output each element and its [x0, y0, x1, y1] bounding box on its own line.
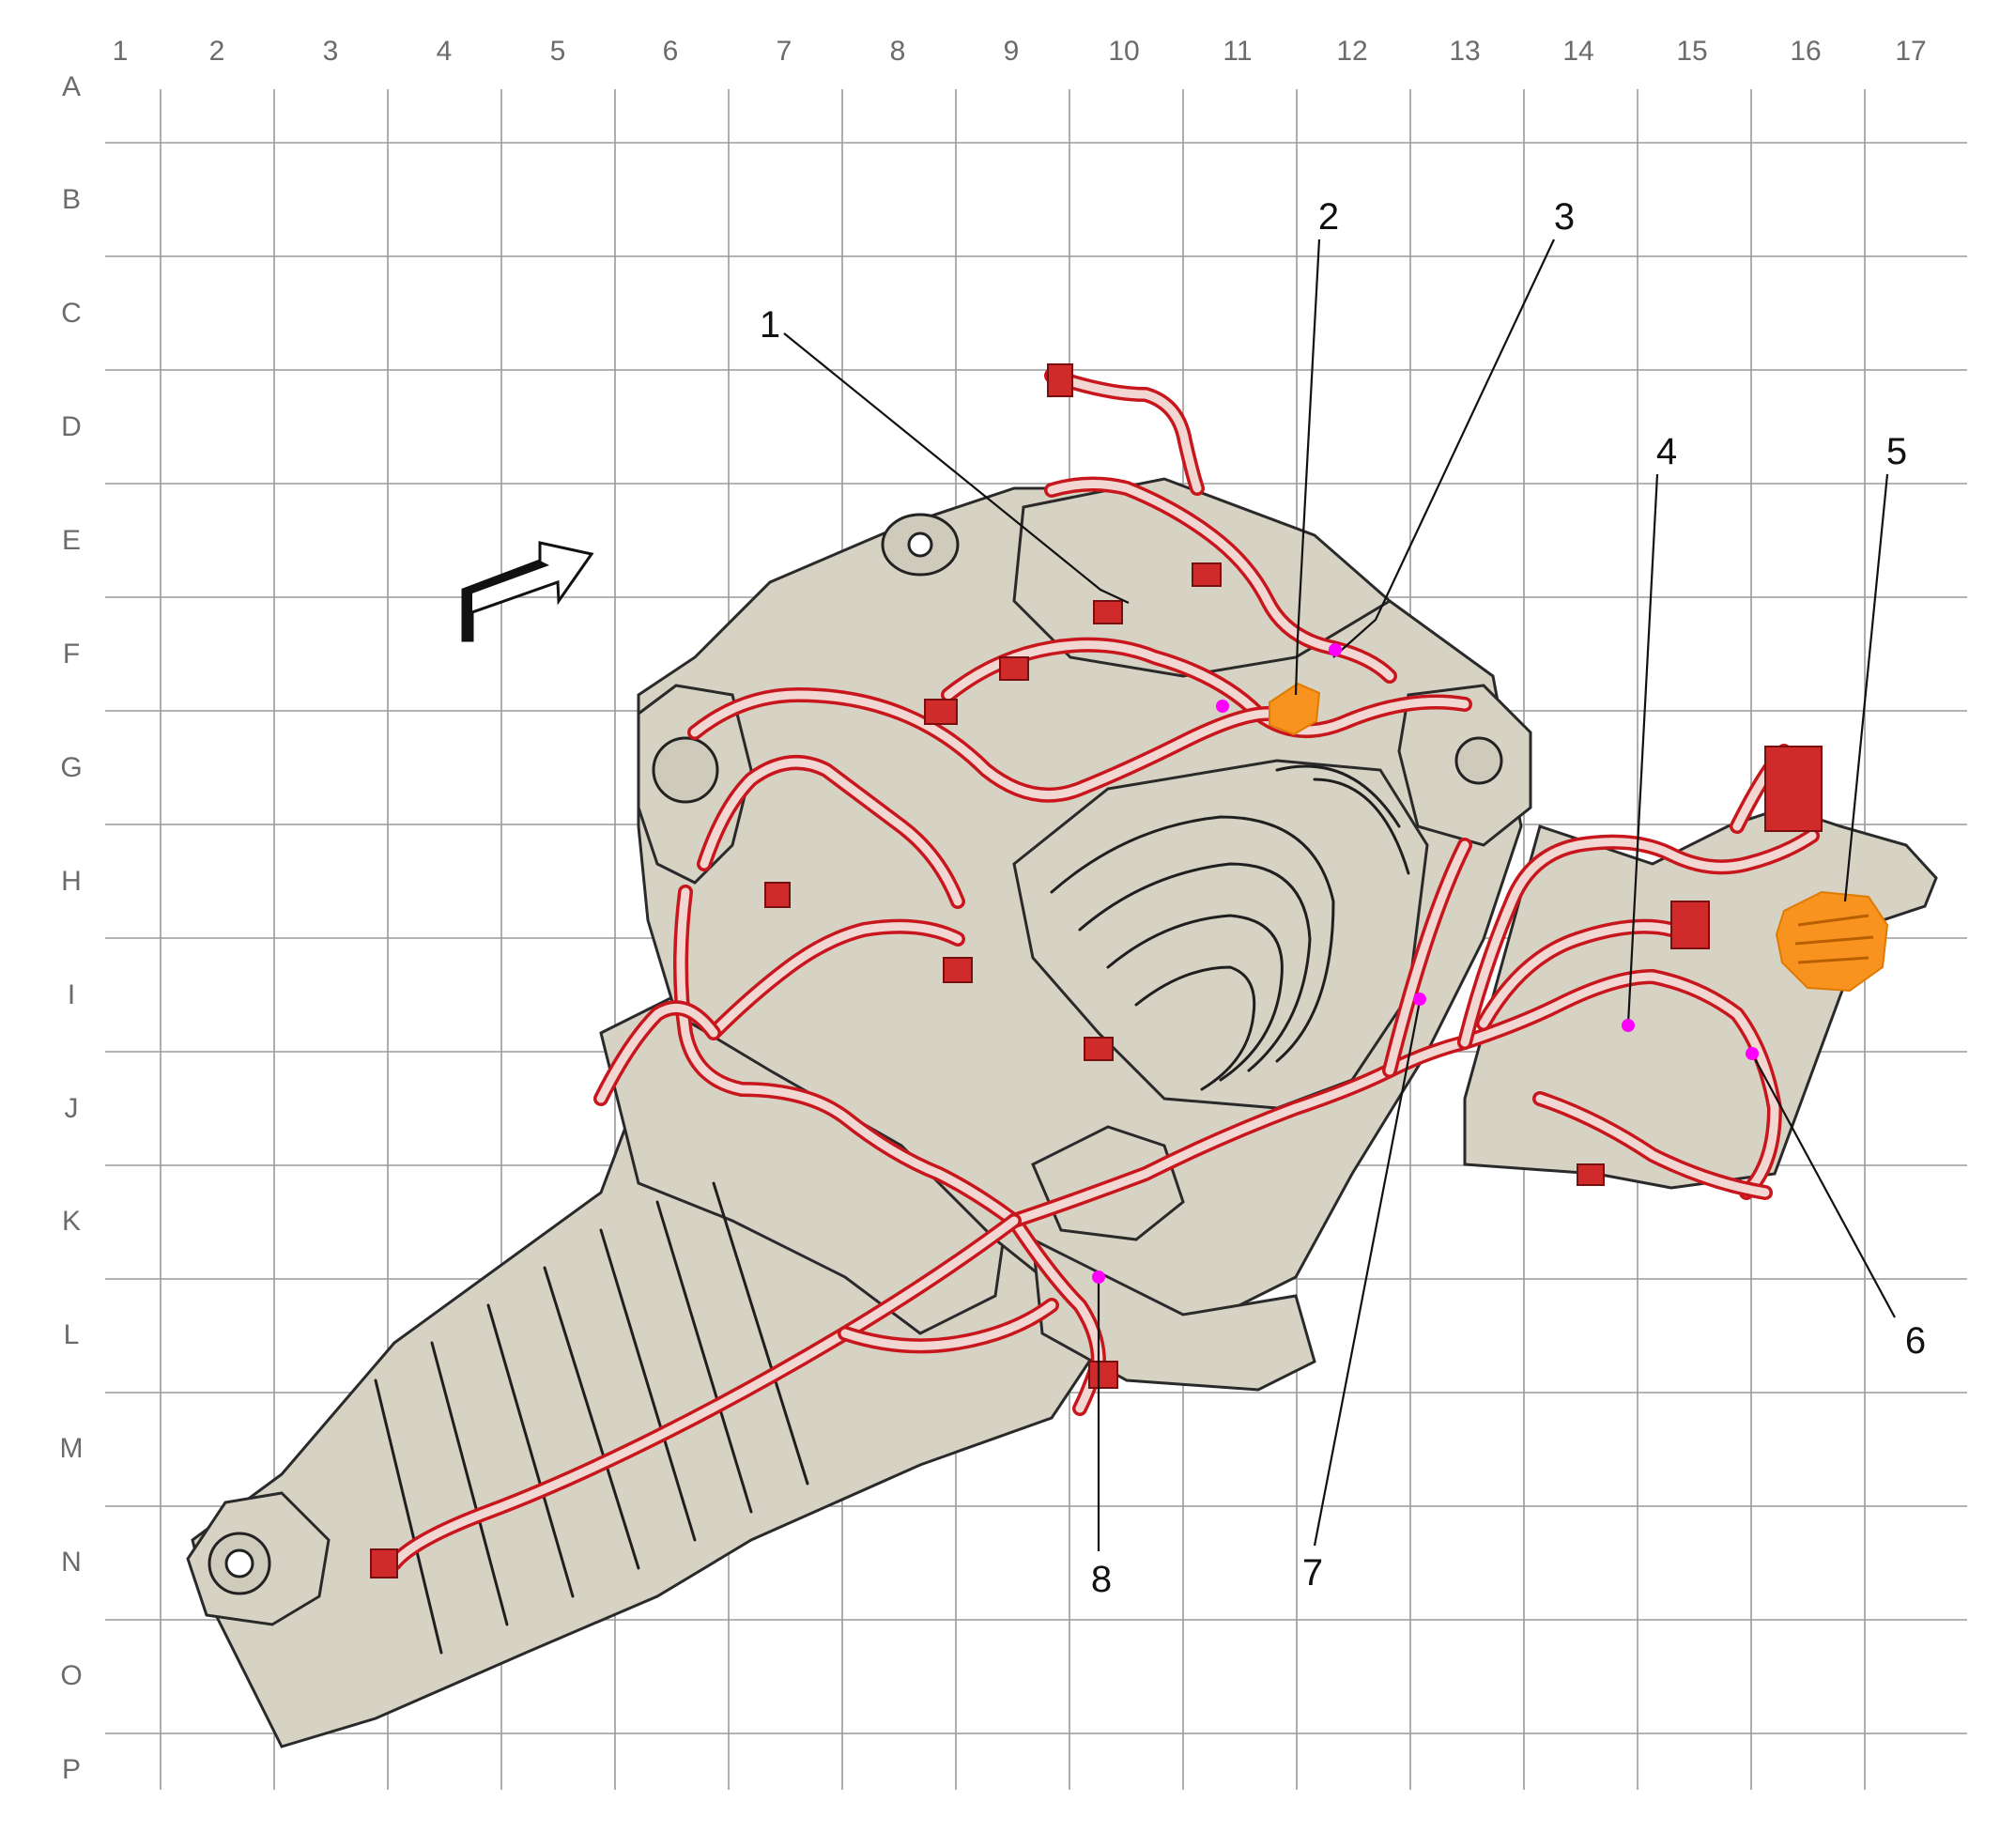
grid-column-label: 10 [1108, 36, 1139, 67]
harness-trunk-fill [709, 922, 962, 1038]
transmission-ribs [374, 1181, 809, 1655]
harness-trunk-fill [1479, 922, 1676, 1028]
grid-column-label: 7 [777, 36, 792, 67]
grid-row-label: L [64, 1319, 80, 1350]
connector [1093, 600, 1123, 624]
callout-leader-line [783, 332, 1130, 604]
connector [370, 1548, 398, 1578]
callout-label: 2 [1318, 196, 1339, 238]
grid-column-label: 13 [1449, 36, 1480, 67]
engine-wiring-harness [370, 363, 1823, 1578]
connector [764, 882, 791, 908]
connection-point-marker [1622, 1019, 1635, 1032]
harness-trunk-fill [700, 758, 962, 906]
callout-leader-line [1751, 1053, 1896, 1318]
callout-label: 8 [1091, 1559, 1112, 1600]
connector [1088, 1361, 1118, 1389]
grid-column-label: 3 [323, 36, 339, 67]
harness-trunk-fill [1047, 371, 1202, 493]
callout-leader-line [1313, 1000, 1422, 1547]
connection-point-marker [1413, 993, 1426, 1006]
connection-point-marker [1092, 1270, 1105, 1284]
harness-trunk-fill [1535, 1094, 1770, 1197]
grid-column-label: 4 [437, 36, 453, 67]
grid-row-label: J [65, 1093, 79, 1124]
grid-column-label: 2 [209, 36, 225, 67]
connector [1084, 1037, 1114, 1061]
grid-row-label: F [63, 639, 80, 670]
connection-point-marker [1746, 1047, 1759, 1060]
grid-row-label: K [62, 1206, 81, 1237]
connector [924, 699, 958, 725]
harness-trunk-fill [944, 640, 1469, 735]
grid-row-label: N [61, 1547, 82, 1578]
harness-connectors [370, 363, 1823, 1578]
grid-column-label: 17 [1895, 36, 1926, 67]
grid-row-label: B [62, 184, 81, 215]
connector-top [1047, 363, 1073, 397]
callout-group: 1 2 3 4 5 6 7 8 [760, 196, 1926, 1600]
grid-row-labels: A B C D E F G H I J K L M N O P [60, 71, 84, 1785]
grid-column-label: 14 [1562, 36, 1593, 67]
harness-trunk-fill [390, 1216, 1019, 1568]
connector [943, 957, 973, 983]
grid-column-label: 15 [1676, 36, 1707, 67]
highlighted-connector-callout-2 [1269, 682, 1321, 736]
grid-column-label: 8 [890, 36, 906, 67]
harness-trunk-fill [596, 1003, 718, 1103]
engine-transmission-assembly [186, 477, 1938, 1748]
grid-column-label: 1 [113, 36, 129, 67]
callout-label: 1 [760, 304, 780, 346]
grid-row-label: M [60, 1433, 84, 1464]
harness-trunk-fill [1460, 972, 1779, 1197]
callout-label: 3 [1554, 196, 1575, 238]
forward-arrow-icon [461, 541, 594, 642]
intake-manifold [1012, 759, 1429, 1110]
callout-label: 6 [1905, 1320, 1926, 1362]
grid-column-label: 6 [663, 36, 679, 67]
callout-label: 7 [1302, 1552, 1323, 1594]
callout-leader-line [1332, 239, 1555, 658]
connector [1577, 1163, 1605, 1186]
grid-row-label: E [62, 525, 81, 556]
grid-row-label: O [60, 1660, 82, 1691]
connector [999, 656, 1029, 681]
grid-column-label: 5 [550, 36, 566, 67]
grid-row-label: P [62, 1754, 81, 1785]
harness-trunk-fill [1460, 831, 1817, 1047]
grid-row-label: G [60, 752, 82, 783]
grid-row-label: A [62, 71, 81, 102]
grid-column-label: 16 [1790, 36, 1821, 67]
callout-leader-line [1294, 239, 1321, 696]
grid-row-label: D [61, 411, 82, 442]
grid-column-label: 11 [1223, 36, 1252, 67]
grid-column-label: 12 [1336, 36, 1367, 67]
grid-row-label: C [61, 298, 82, 329]
connection-point-marker [1216, 700, 1229, 713]
fuse-block-connector [1764, 746, 1823, 832]
callout-leader-line [1843, 473, 1889, 902]
callout-label: 5 [1886, 431, 1907, 472]
grid-row-label: I [68, 979, 75, 1010]
callout-leader-line [1626, 473, 1659, 1024]
grid-column-label: 9 [1004, 36, 1020, 67]
grid-row-label: H [61, 866, 82, 897]
harness-trunk-fill [676, 887, 1019, 1225]
harness-trunk-fill [840, 1301, 1056, 1350]
connector [1670, 901, 1710, 949]
callout-label: 4 [1656, 431, 1677, 472]
harness-trunk-fill [690, 690, 1272, 800]
harness-trunk-fill [1009, 1038, 1469, 1225]
connector [1192, 562, 1222, 587]
connection-point-marker [1329, 643, 1342, 656]
harness-trunk-fill [1385, 840, 1469, 1075]
